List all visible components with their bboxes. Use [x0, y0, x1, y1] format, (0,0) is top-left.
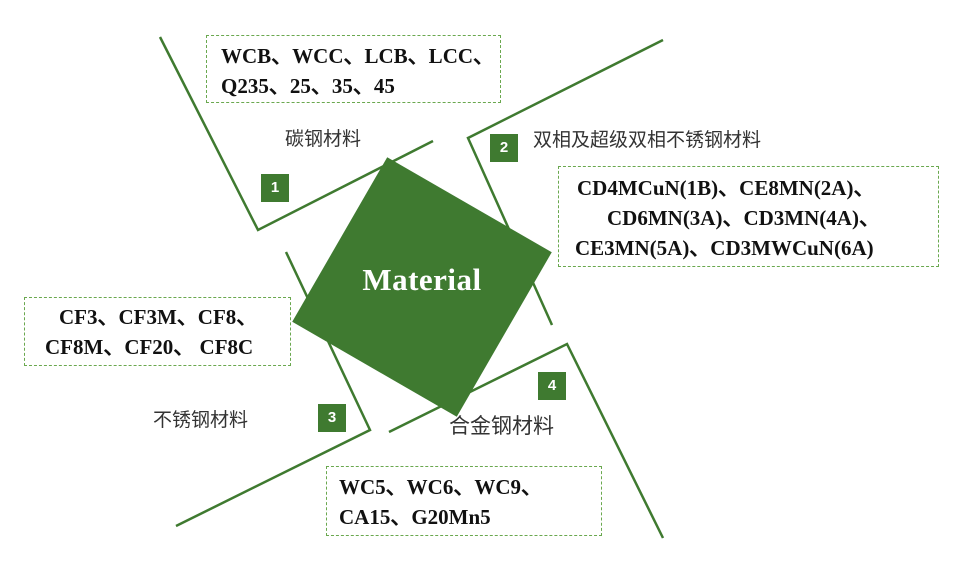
- alloy-steel-grades-box: WC5、WC6、WC9、 CA15、G20Mn5: [326, 466, 602, 536]
- carbon-steel-grades-line-2: Q235、25、35、45: [221, 74, 395, 98]
- duplex-steel-grades-line-1: CD4MCuN(1B)、CE8MN(2A)、: [577, 176, 875, 200]
- alloy-steel-grades-line-2: CA15、G20Mn5: [339, 505, 491, 529]
- section-number-2: 2: [490, 134, 518, 162]
- stainless-steel-grades-line-2: CF8M、CF20、 CF8C: [45, 335, 254, 359]
- carbon-steel-grades-line-1: WCB、WCC、LCB、LCC、: [221, 44, 495, 68]
- duplex-steel-grades-line-3: CE3MN(5A)、CD3MWCuN(6A): [575, 236, 874, 260]
- stainless-steel-grades-line-1: CF3、CF3M、CF8、: [59, 305, 258, 329]
- duplex-steel-grades-box: CD4MCuN(1B)、CE8MN(2A)、 CD6MN(3A)、CD3MN(4…: [558, 166, 939, 267]
- alloy-steel-grades-line-1: WC5、WC6、WC9、: [339, 475, 542, 499]
- section-number-1: 1: [261, 174, 289, 202]
- stainless-steel-grades-box: CF3、CF3M、CF8、 CF8M、CF20、 CF8C: [24, 297, 291, 366]
- section-number-4: 4: [538, 372, 566, 400]
- alloy-steel-category: 合金钢材料: [449, 414, 554, 438]
- duplex-steel-grades-line-2: CD6MN(3A)、CD3MN(4A)、: [607, 206, 880, 230]
- quadrant-1-line: [158, 36, 434, 232]
- duplex-steel-category: 双相及超级双相不锈钢材料: [533, 129, 762, 151]
- carbon-steel-grades-box: WCB、WCC、LCB、LCC、 Q235、25、35、45: [206, 35, 501, 103]
- stainless-steel-category: 不锈钢材料: [153, 409, 249, 431]
- section-number-3: 3: [318, 404, 346, 432]
- carbon-steel-category: 碳钢材料: [285, 128, 362, 150]
- material-center-label: Material: [362, 262, 482, 297]
